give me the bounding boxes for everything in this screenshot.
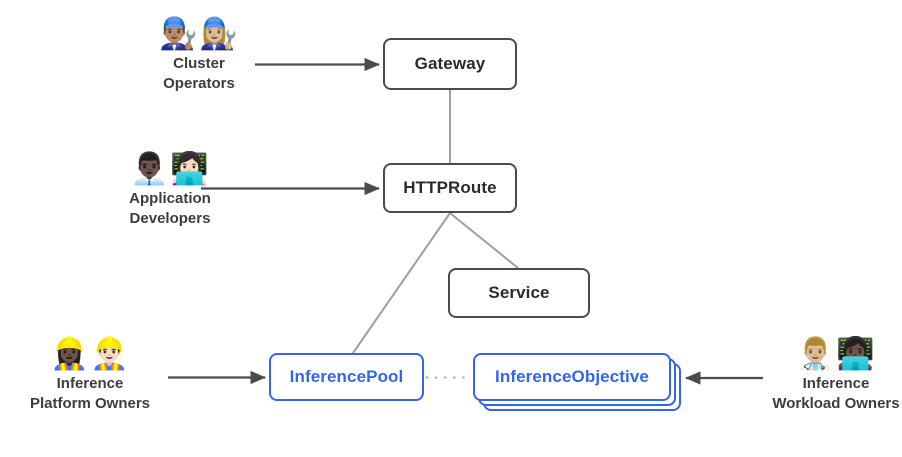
node-service[interactable]: Service — [448, 268, 590, 318]
node-inferencepool[interactable]: InferencePool — [269, 353, 424, 401]
application-developers-label-line-2: Developers — [129, 210, 211, 228]
application-developers-emoji-pair: 👨🏿‍💼👩🏻‍💻 — [130, 151, 210, 187]
actor-application-developers: 👨🏿‍💼👩🏻‍💻 Application Developers — [83, 153, 257, 230]
actor-inference-platform-owners: 👷🏿‍♀️👷🏻‍♂️ Inference Platform Owners — [16, 338, 164, 415]
node-gateway[interactable]: Gateway — [383, 38, 517, 90]
inference-workload-owners-label: Inference Workload Owners — [772, 374, 899, 415]
inference-workload-owners-label-line-1: Inference — [802, 374, 870, 392]
cluster-operators-label-line-2: Operators — [163, 75, 235, 93]
inference-platform-owners-label-line-2: Platform Owners — [29, 395, 151, 413]
inference-platform-owners-label: Inference Platform Owners — [30, 374, 150, 415]
inference-platform-owners-label-line-1: Inference — [56, 374, 124, 392]
cluster-operators-label: Cluster Operators — [163, 54, 235, 95]
edge-httproute-to-inferencepool — [352, 212, 451, 354]
actor-inference-workload-owners: 👨🏼‍⚕️👩🏿‍💻 Inference Workload Owners — [770, 338, 902, 415]
application-developers-label: Application Developers — [129, 189, 211, 230]
node-httproute-label: HTTPRoute — [403, 178, 497, 197]
application-developers-label-line-1: Application — [129, 189, 211, 207]
node-inferencepool-label: InferencePool — [289, 367, 404, 386]
inference-platform-owners-emoji-pair: 👷🏿‍♀️👷🏻‍♂️ — [50, 336, 130, 372]
node-gateway-label: Gateway — [414, 54, 486, 73]
node-inferenceobjective[interactable]: InferenceObjective — [473, 353, 671, 401]
edge-httproute-to-service — [449, 212, 519, 269]
cluster-operators-label-line-1: Cluster — [173, 54, 225, 72]
node-httproute[interactable]: HTTPRoute — [383, 163, 517, 213]
node-service-label: Service — [488, 283, 550, 302]
cluster-operators-emoji-pair: 👨🏽‍🔧👩🏼‍🔧 — [159, 16, 239, 52]
actor-cluster-operators: 👨🏽‍🔧👩🏼‍🔧 Cluster Operators — [141, 18, 257, 95]
inference-workload-owners-label-line-2: Workload Owners — [772, 395, 900, 413]
inference-workload-owners-emoji-pair: 👨🏼‍⚕️👩🏿‍💻 — [796, 336, 876, 372]
node-inferenceobjective-label: InferenceObjective — [495, 367, 649, 386]
